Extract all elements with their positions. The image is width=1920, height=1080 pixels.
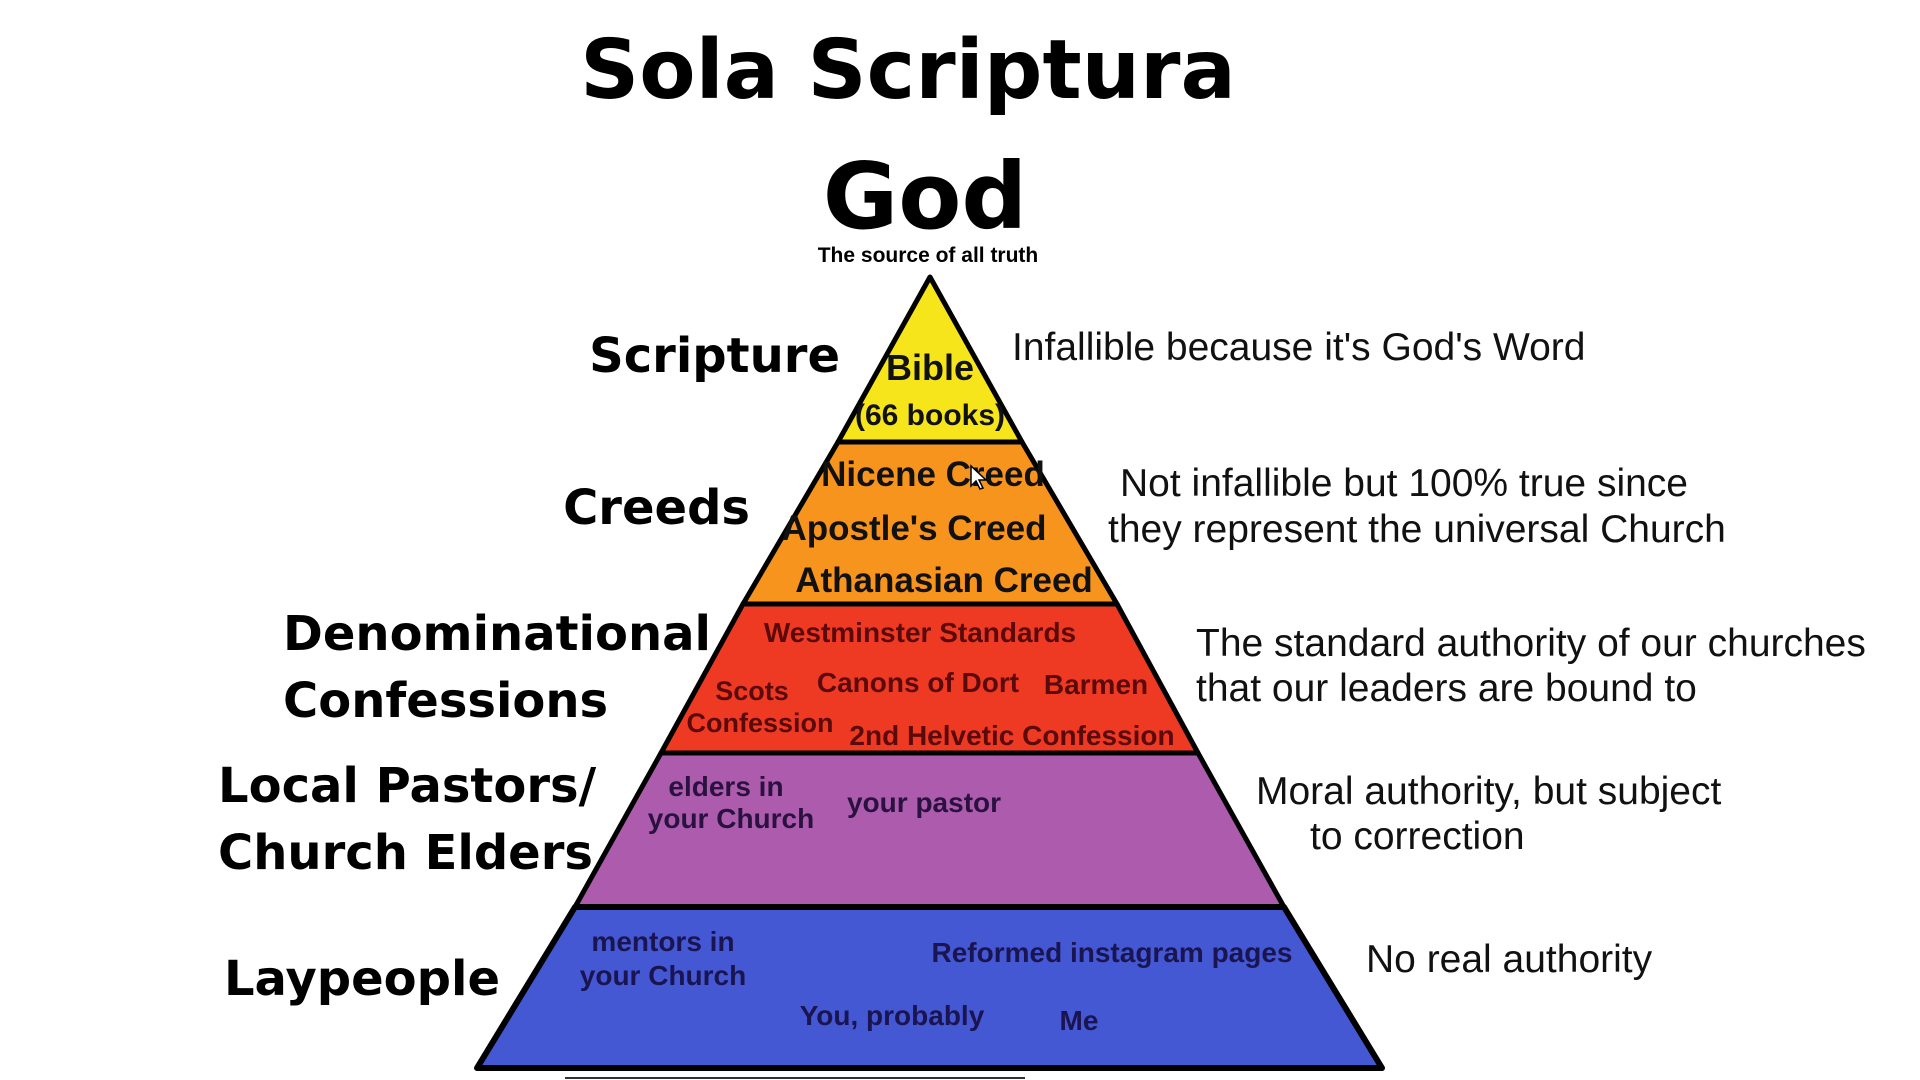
tier-item: Confession [686, 708, 833, 738]
tier-description: No real authority [1366, 938, 1653, 981]
mouse-cursor-icon [970, 464, 988, 490]
tier-item: You, probably [800, 1000, 985, 1031]
tier-description: they represent the universal Church [1108, 508, 1726, 551]
pyramid [474, 274, 1385, 1071]
tier-label: Local Pastors/ [218, 758, 597, 814]
tier-description: The standard authority of our churches [1196, 622, 1866, 665]
tier-item: your Church [580, 960, 746, 991]
tier-item: Apostle's Creed [781, 509, 1046, 548]
apex-subtitle: The source of all truth [818, 244, 1039, 267]
tier-description: that our leaders are bound to [1196, 667, 1697, 710]
tier-item: (66 books) [855, 399, 1005, 432]
tier-item: 2nd Helvetic Confession [849, 720, 1174, 751]
tier-label: Scripture [589, 328, 840, 384]
tier-item: Scots [715, 676, 789, 706]
tier-description: Moral authority, but subject [1256, 770, 1721, 813]
tier-description: Infallible because it's God's Word [1012, 326, 1585, 369]
tier-item: your Church [648, 803, 814, 834]
tier-item: Reformed instagram pages [932, 937, 1293, 968]
tier-item: Athanasian Creed [795, 561, 1093, 600]
tier-item: mentors in [591, 926, 734, 957]
tier-label: Confessions [283, 673, 608, 729]
tier-label: Church Elders [218, 825, 593, 881]
tier-item: Nicene Creed [821, 455, 1045, 494]
tier-item: Barmen [1044, 669, 1148, 700]
tier-label: Creeds [563, 480, 750, 536]
tier-item: Westminster Standards [764, 617, 1076, 648]
tier-description: Not infallible but 100% true since [1120, 462, 1688, 505]
tier-item: Bible [886, 347, 974, 388]
tier-laypeople-band [474, 904, 1385, 1071]
tier-label: Laypeople [224, 951, 500, 1007]
tier-item: elders in [668, 771, 783, 802]
tier-label: Denominational [283, 606, 711, 662]
apex-label: God [823, 143, 1028, 250]
tier-description: to correction [1310, 815, 1525, 858]
slide-title: Sola Scriptura [580, 23, 1236, 118]
tier-item: Canons of Dort [817, 667, 1019, 698]
tier-item: Me [1060, 1005, 1099, 1036]
tier-item: your pastor [847, 787, 1001, 818]
